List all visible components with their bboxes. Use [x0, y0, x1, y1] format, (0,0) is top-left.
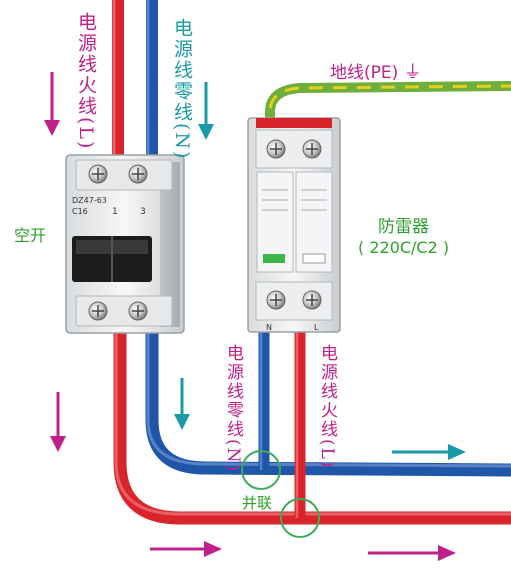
down-arrow-icon	[50, 392, 66, 452]
surge-protector	[247, 117, 341, 333]
label-ground: 地线(PE) ⏚	[330, 58, 422, 84]
label-top-live: 电源线火线(L)	[75, 12, 97, 151]
bottom-live-wire	[113, 330, 511, 525]
breaker-pole-left: 1	[112, 207, 118, 217]
label-spd-name: 防雷器	[378, 217, 429, 237]
spd-status-window-left	[263, 254, 285, 263]
label-ground-text: 地线(PE)	[330, 63, 399, 83]
label-mid-neutral: 电源线零线(N)	[223, 344, 243, 474]
spd-terminal-l: L	[314, 323, 319, 332]
label-mid-live: 电源线火线(L)	[317, 344, 337, 470]
label-top-neutral: 电源线零线(N)	[171, 18, 193, 161]
label-breaker: 空开	[14, 226, 47, 245]
spd-status-window-right	[302, 253, 326, 264]
breaker-rating-text: C16	[72, 207, 88, 216]
label-spd-model: ( 220C/C2 )	[358, 238, 450, 257]
spd-terminal-n: N	[266, 323, 272, 332]
right-arrow-icon	[368, 545, 456, 561]
label-parallel: 并联	[242, 494, 273, 512]
breaker-model-text: DZ47-63	[72, 196, 107, 205]
ground-symbol-icon: ⏚	[403, 62, 422, 83]
down-arrow-icon	[198, 82, 214, 140]
down-arrow-icon	[174, 378, 190, 430]
parallel-junction-neutral	[241, 450, 281, 490]
air-circuit-breaker	[65, 154, 185, 334]
right-arrow-icon	[150, 541, 222, 557]
down-arrow-icon	[44, 72, 60, 136]
parallel-junction-live	[280, 498, 320, 538]
ground-wire	[265, 81, 511, 137]
breaker-pole-right: 3	[140, 207, 146, 217]
right-arrow-icon	[392, 444, 466, 460]
